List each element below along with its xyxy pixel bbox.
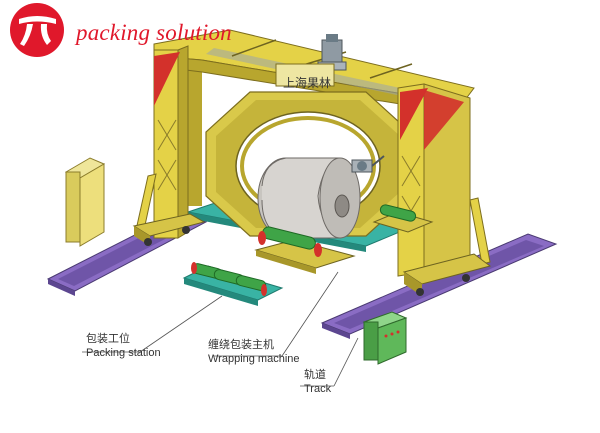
steel-coil bbox=[257, 157, 361, 239]
track-label-zh: 轨道 bbox=[304, 368, 326, 381]
electrical-cabinet bbox=[362, 311, 408, 365]
gantry-right-leg bbox=[397, 83, 492, 296]
brand-logo-icon bbox=[10, 3, 64, 57]
brand-name: packing solution bbox=[76, 20, 232, 45]
packing-station-label-en: Packing station bbox=[86, 347, 161, 359]
downstream-roller bbox=[372, 204, 434, 233]
wrapping-machine-label-zh: 缠绕包装主机 bbox=[208, 338, 274, 351]
packing-station-conveyor bbox=[182, 262, 284, 306]
wrapping-machine-label-en: Wrapping machine bbox=[208, 353, 300, 365]
wrapping-machine-label: 缠绕包装主机 Wrapping machine bbox=[208, 338, 300, 366]
coil-roller-cradle bbox=[254, 226, 356, 274]
frame-sign-text: 上海果林 bbox=[283, 76, 332, 90]
wrapping-head bbox=[351, 155, 385, 173]
track-label: 轨道 Track bbox=[304, 368, 331, 396]
frame-nameplate bbox=[275, 63, 335, 87]
callout-lines bbox=[82, 271, 359, 387]
packing-station-label: 包装工位 Packing station bbox=[86, 332, 161, 360]
packing-station-label-zh: 包装工位 bbox=[86, 332, 130, 345]
control-cabinet bbox=[64, 157, 106, 247]
track-label-en: Track bbox=[304, 383, 332, 395]
gantry-left-leg bbox=[132, 45, 206, 246]
